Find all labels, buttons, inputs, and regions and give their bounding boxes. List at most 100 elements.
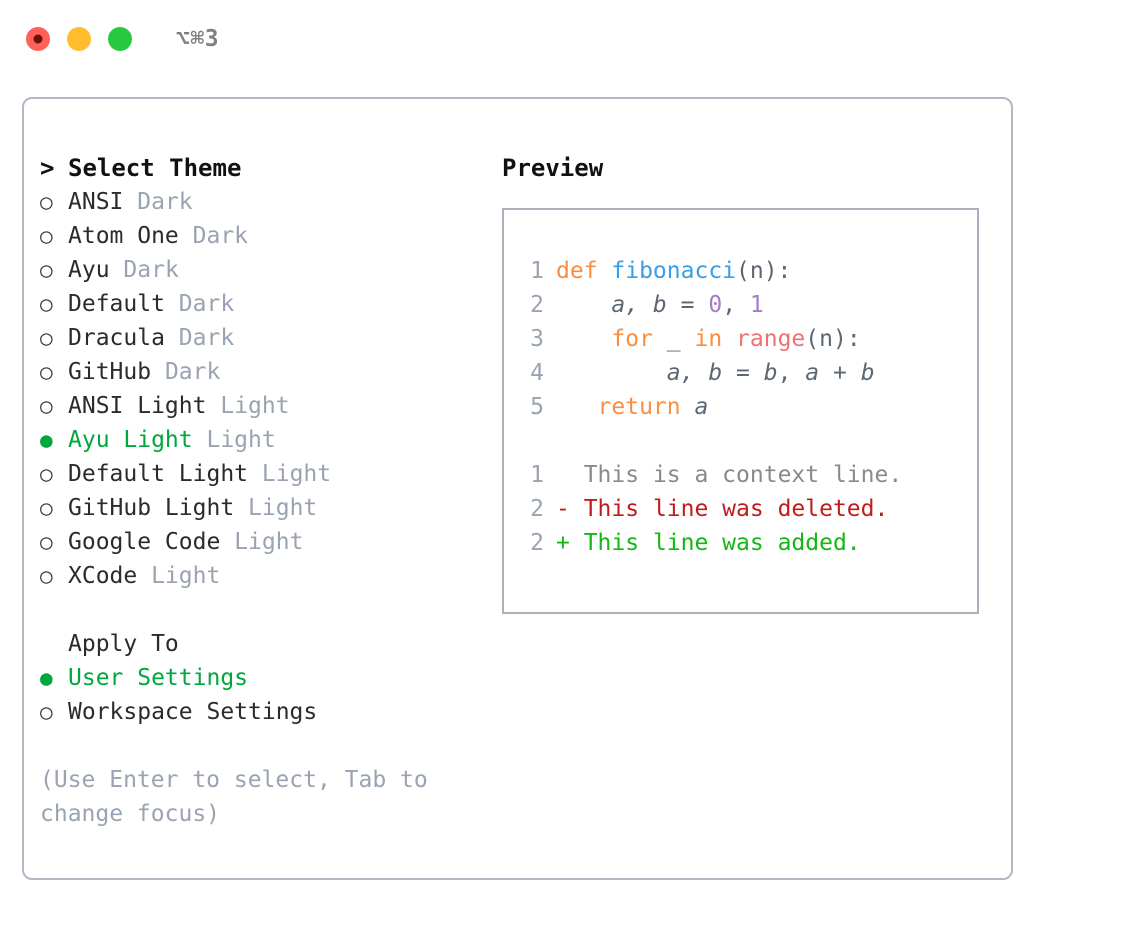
radio-unselected-icon: ○ — [40, 326, 53, 350]
radio-selected-icon: ● — [40, 428, 53, 452]
code-token — [722, 326, 736, 352]
theme-option-label: Atom One — [68, 223, 179, 249]
theme-option-label: Default Light — [68, 461, 249, 487]
code-line-number: 2 — [530, 292, 544, 318]
theme-option-atom-one[interactable]: ○Atom One Dark — [40, 219, 500, 253]
theme-option-dracula[interactable]: ○ Dracula Dark — [40, 321, 500, 355]
theme-option-tag: Dark — [178, 325, 235, 351]
theme-option-label: Default — [68, 291, 165, 317]
theme-option-ayu[interactable]: ○ Ayu Dark — [40, 253, 500, 287]
theme-option-ansi-light[interactable]: ○ANSI Light Light — [40, 389, 500, 423]
theme-option-tag: Light — [206, 427, 276, 453]
preview-header: Preview — [502, 154, 604, 182]
code-line-number: 4 — [530, 360, 544, 386]
theme-option-github-light[interactable]: ○GitHub Light Light — [40, 491, 500, 525]
title-bar: ⌥⌘3 — [0, 0, 1140, 78]
theme-option-default[interactable]: ○ Default Dark — [40, 287, 500, 321]
code-token — [556, 326, 611, 352]
theme-option-google-code[interactable]: ○Google Code Light — [40, 525, 500, 559]
diff-line: 2- This line was deleted. — [516, 492, 971, 526]
theme-list-header-label: Select Theme — [68, 154, 242, 182]
theme-option-label: ANSI Light — [68, 393, 207, 419]
diff-marker: + — [556, 530, 584, 556]
theme-option-label: Ayu Light — [68, 427, 193, 453]
theme-list-header: > Select Theme — [40, 151, 500, 185]
theme-option-xcode[interactable]: ○XCode Light — [40, 559, 500, 593]
radio-unselected-icon: ○ — [40, 564, 53, 588]
theme-option-tag: Dark — [178, 291, 235, 317]
code-token: def — [556, 258, 612, 284]
apply-to-option-workspace-settings[interactable]: ○Workspace Settings — [40, 695, 500, 729]
apply-to-header: Apply To — [40, 627, 500, 661]
diff-line-number: 2 — [530, 496, 544, 522]
theme-option-label: GitHub — [68, 359, 152, 385]
code-token — [681, 394, 695, 420]
code-line: 4 a, b = b, a + b — [516, 356, 971, 390]
code-line-number: 3 — [530, 326, 544, 352]
diff-line-number: 1 — [530, 462, 544, 488]
radio-unselected-icon: ○ — [40, 462, 53, 486]
theme-option-tag: Dark — [164, 359, 221, 385]
theme-option-tag: Light — [261, 461, 332, 487]
theme-option-label: Dracula — [68, 325, 165, 351]
theme-option-label: Google Code — [68, 529, 221, 555]
code-token: range — [736, 326, 806, 352]
code-token: = — [666, 292, 709, 318]
theme-option-label: XCode — [68, 563, 138, 589]
theme-option-github[interactable]: ○GitHub Dark — [40, 355, 500, 389]
code-token: b — [860, 360, 875, 386]
theme-option-tag: Light — [248, 495, 318, 521]
radio-selected-icon: ● — [40, 666, 53, 690]
diff-marker — [556, 462, 584, 488]
diff-text: This is a context line. — [583, 462, 903, 488]
theme-option-tag: Dark — [137, 189, 193, 215]
code-blank-line — [516, 424, 971, 458]
zoom-button[interactable] — [108, 27, 132, 51]
close-button[interactable] — [26, 27, 50, 51]
diff-marker: - — [556, 496, 584, 522]
apply-to-option-user-settings[interactable]: ●User Settings — [40, 661, 500, 695]
theme-selector-column: >Select Theme ○ANSI Dark○Atom One Dark○A… — [40, 151, 500, 831]
diff-text: This line was added. — [583, 530, 861, 556]
code-token: for — [611, 326, 653, 352]
section-spacer — [40, 593, 500, 627]
theme-option-label: ANSI — [68, 189, 124, 215]
traffic-light-group — [26, 27, 132, 51]
code-token: _ — [652, 326, 695, 352]
apply-to-header-label: Apply To — [68, 631, 179, 657]
radio-unselected-icon: ○ — [40, 258, 53, 282]
code-token: (n): — [736, 258, 792, 284]
code-token: 1 — [749, 292, 764, 318]
theme-option-ayu-light[interactable]: ● Ayu Light Light — [40, 423, 500, 457]
code-token: a — [694, 394, 709, 420]
code-token — [556, 292, 611, 318]
code-token: + — [819, 360, 861, 386]
code-line-number: 5 — [530, 394, 544, 420]
code-token: , — [722, 292, 750, 318]
code-token: , — [777, 360, 806, 386]
theme-option-tag: Dark — [123, 257, 179, 283]
code-token: a, b — [611, 292, 667, 318]
diff-line: 1 This is a context line. — [516, 458, 971, 492]
theme-list: ○ANSI Dark○Atom One Dark○Ayu Dark○Defaul… — [40, 185, 500, 593]
code-token: = — [722, 360, 764, 386]
code-token: 0 — [708, 292, 723, 318]
code-line: 3 for _ in range(n): — [516, 322, 971, 356]
minimize-button[interactable] — [67, 27, 91, 51]
code-line: 5 return a — [516, 390, 971, 424]
theme-option-default-light[interactable]: ○ Default Light Light — [40, 457, 500, 491]
apply-to-list: ●User Settings○Workspace Settings — [40, 661, 500, 729]
theme-option-tag: Dark — [192, 223, 249, 249]
theme-option-ansi[interactable]: ○ANSI Dark — [40, 185, 500, 219]
theme-option-label: Ayu — [68, 257, 110, 283]
radio-unselected-icon: ○ — [40, 292, 53, 316]
keyboard-hint: (Use Enter to select, Tab to change focu… — [40, 767, 428, 827]
code-token — [556, 394, 598, 420]
radio-unselected-icon: ○ — [40, 530, 53, 554]
caret-icon: > — [40, 154, 55, 182]
